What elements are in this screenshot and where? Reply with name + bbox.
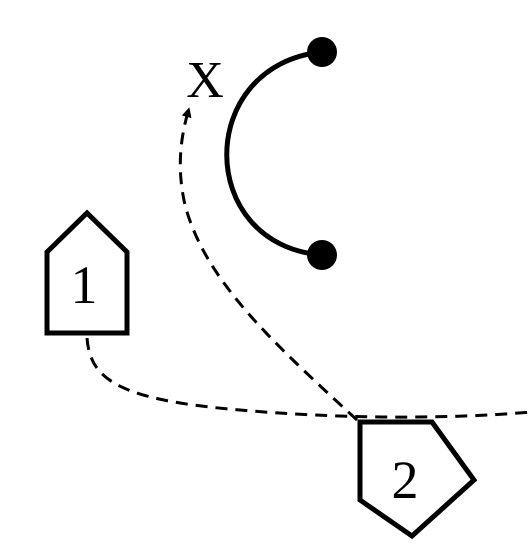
arc-path xyxy=(224,49,323,258)
player-1-label: 1 xyxy=(71,255,98,315)
run-path xyxy=(178,107,359,422)
player-2-shape xyxy=(357,419,478,540)
player-1-shape xyxy=(44,209,130,336)
target-label: X xyxy=(186,52,224,109)
arc-bottom-dot xyxy=(307,240,337,270)
arc-top-dot xyxy=(307,37,337,67)
pass-path xyxy=(85,337,531,419)
player-2-label: 2 xyxy=(392,450,419,510)
